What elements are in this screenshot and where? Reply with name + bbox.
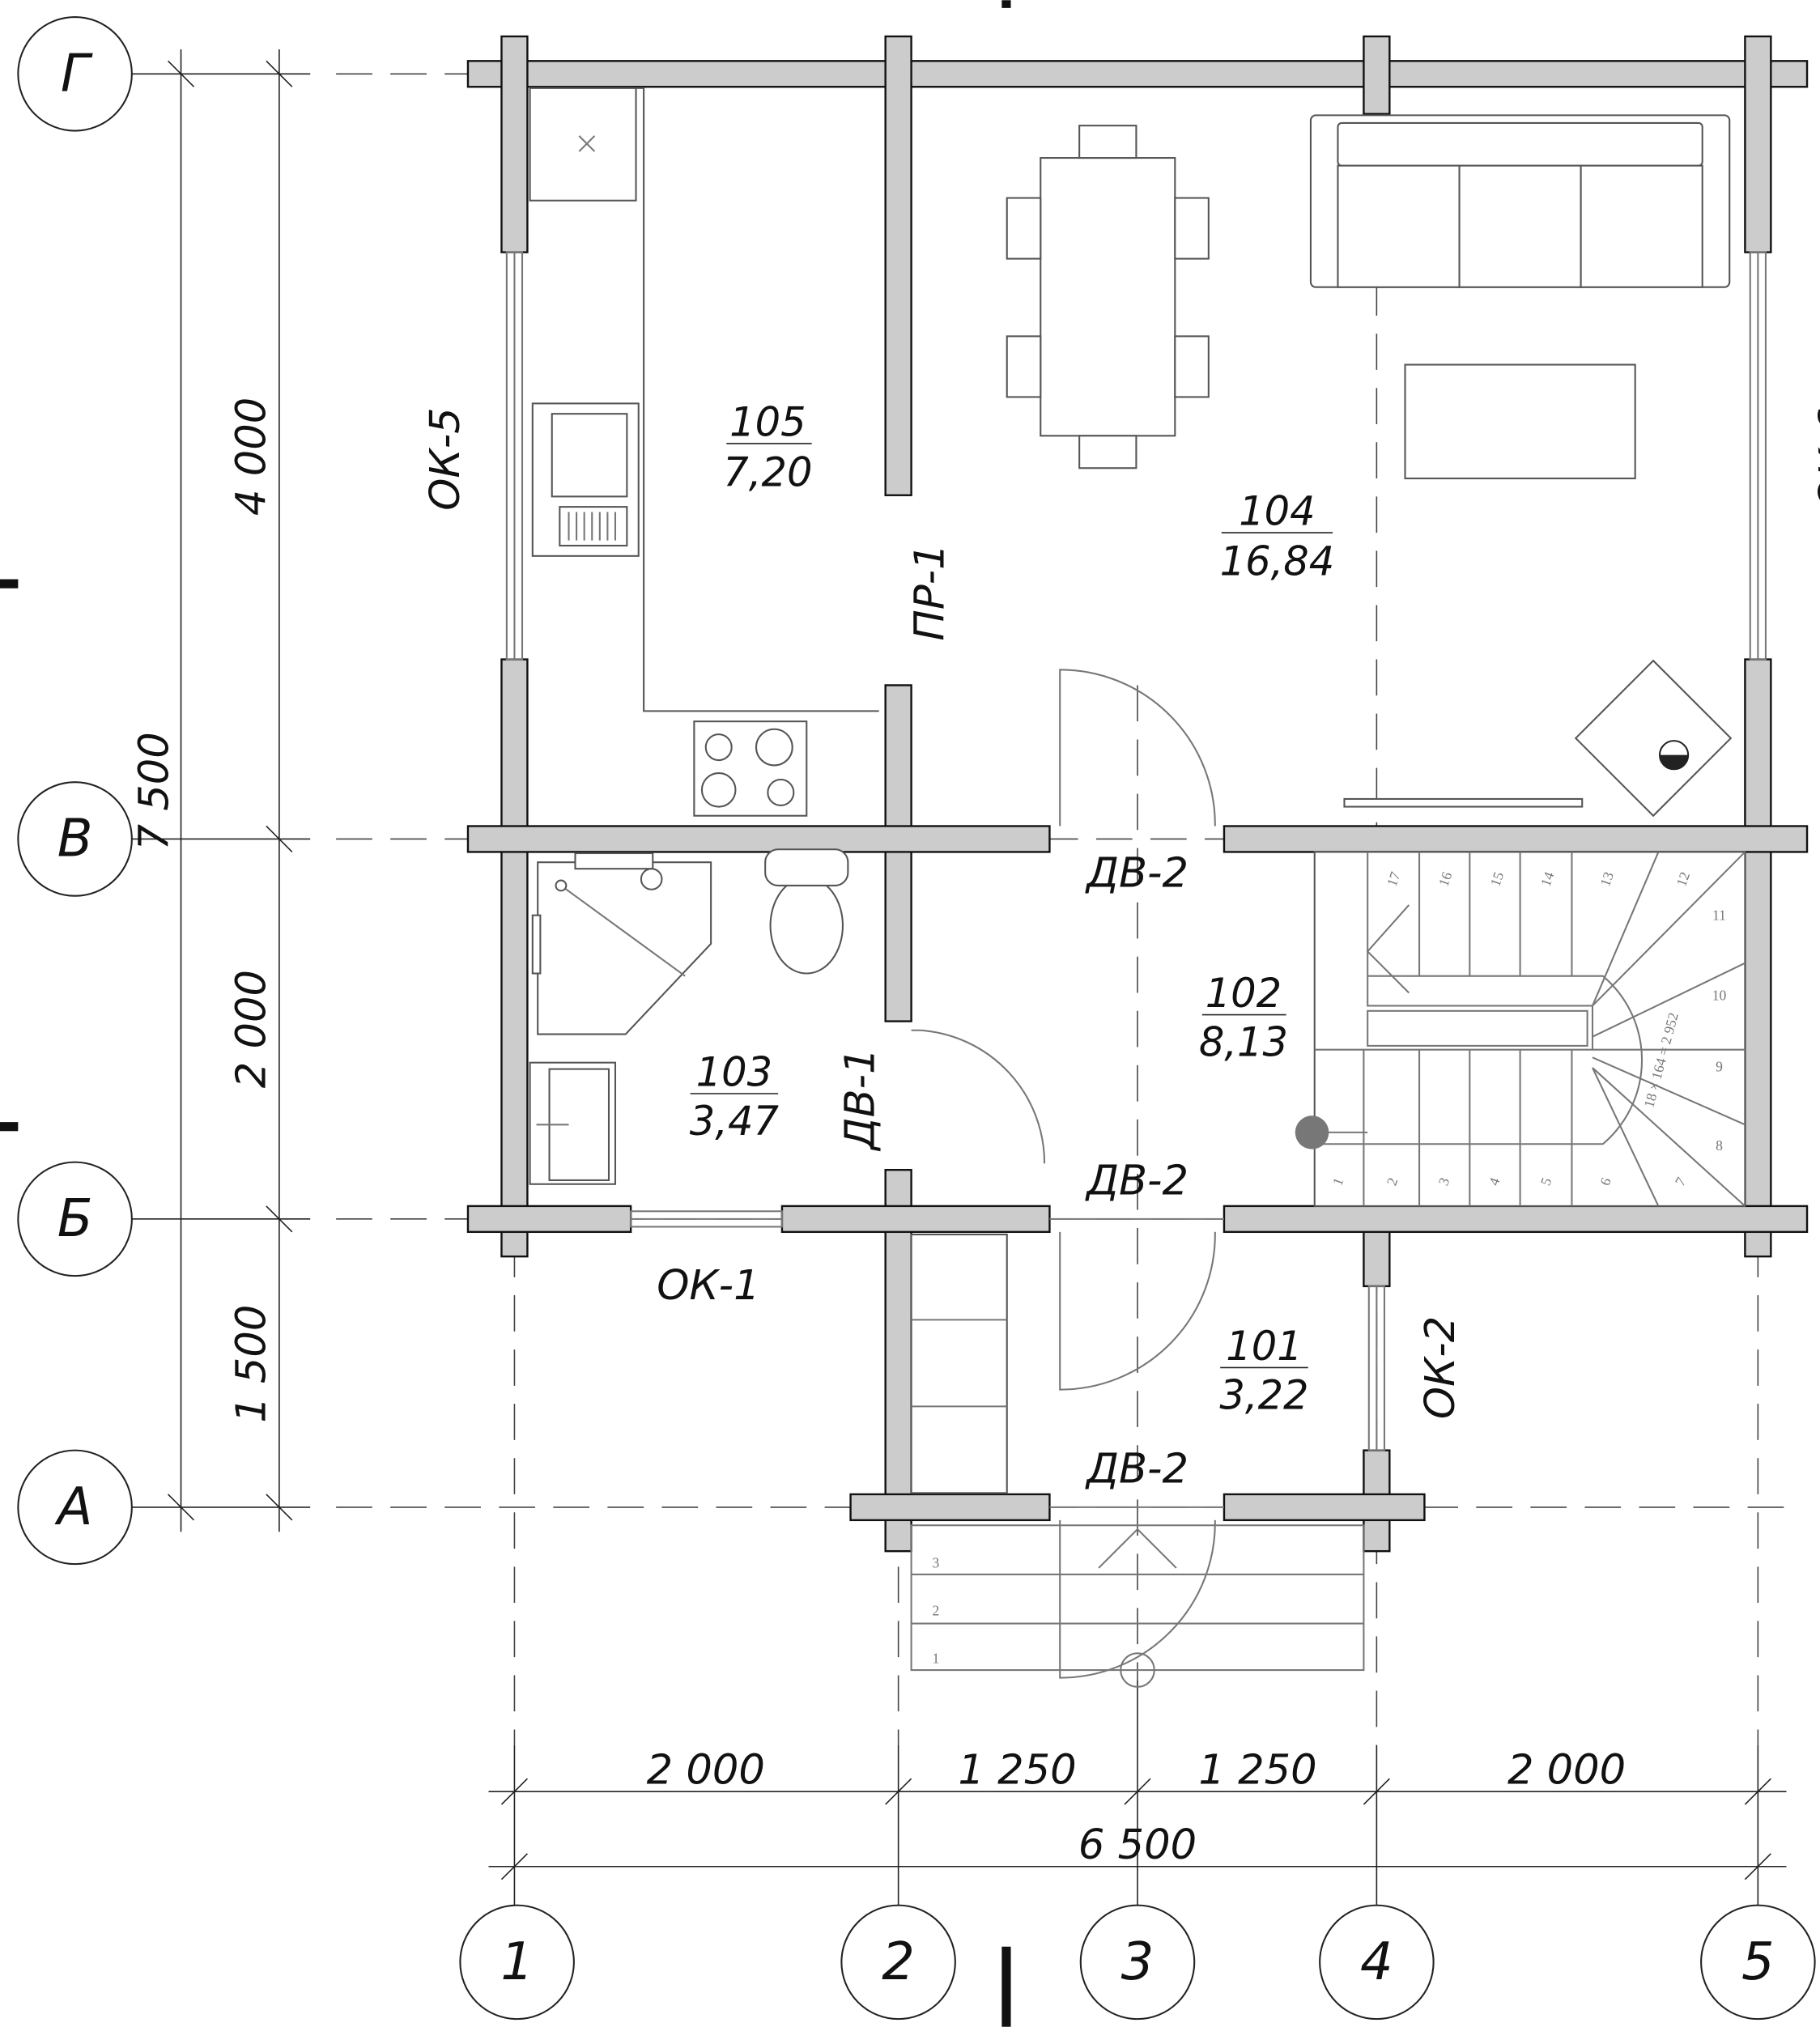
svg-text:7,20: 7,20 — [723, 449, 812, 496]
mark-ok2: ОК-2 — [1417, 1316, 1465, 1419]
mark-dv2-top: ДВ-2 — [1085, 850, 1189, 898]
mark-dv2-middle: ДВ-2 — [1085, 1158, 1189, 1205]
stair-step-15: 15 — [1486, 869, 1507, 889]
axis-row-B: Б — [17, 1161, 133, 1277]
doors — [911, 669, 1224, 1679]
room-102: 102 8,13 — [1199, 970, 1288, 1066]
axis-row-G: Г — [17, 15, 133, 132]
axis-col-1: 1 — [459, 1904, 575, 2021]
dim-left-4000: 4 000 — [228, 397, 275, 516]
svg-text:104: 104 — [1239, 487, 1315, 534]
dim-left-2000: 2 000 — [228, 970, 275, 1088]
svg-text:103: 103 — [696, 1048, 772, 1095]
porch-step-2: 2 — [933, 1603, 940, 1619]
windows — [505, 251, 1767, 1451]
dim-left-7500: 7 500 — [131, 732, 179, 850]
bathroom-fixtures — [529, 848, 849, 1185]
sofa — [1309, 114, 1731, 288]
svg-text:В: В — [57, 809, 93, 869]
axis-col-3: 3 — [1079, 1904, 1196, 2021]
stair-step-9: 9 — [1716, 1058, 1723, 1074]
svg-text:1: 1 — [500, 1932, 534, 1992]
dim-bottom-seg1: 2 000 — [647, 1747, 765, 1795]
room-labels: 105 7,20 104 16,84 102 8,13 103 3,47 101… — [690, 398, 1334, 1418]
svg-text:Б: Б — [57, 1189, 93, 1249]
mark-dv2-bottom: ДВ-2 — [1085, 1446, 1189, 1494]
porch-steps: 3 2 1 — [910, 1524, 1365, 1688]
svg-text:3: 3 — [1121, 1932, 1155, 1992]
mark-ok5: ОК-5 — [422, 407, 470, 510]
stair-step-10: 10 — [1712, 988, 1727, 1004]
walls — [466, 35, 1809, 1553]
shelf-unit — [910, 1233, 1008, 1494]
mark-ok6: ОК-6 — [1811, 407, 1820, 510]
left-dimensions: 4 000 2 000 1 500 7 500 — [131, 49, 293, 1532]
dim-bottom-seg4: 2 000 — [1507, 1747, 1626, 1795]
mark-pr1: ПР-1 — [907, 543, 955, 640]
stair-step-12: 12 — [1673, 869, 1693, 888]
svg-text:3,47: 3,47 — [690, 1098, 780, 1145]
section-marks — [0, 0, 1011, 2027]
svg-text:2: 2 — [882, 1932, 915, 1992]
dim-left-1500: 1 500 — [228, 1305, 275, 1423]
coffee-table — [1404, 363, 1636, 480]
svg-text:102: 102 — [1206, 970, 1282, 1017]
svg-text:4: 4 — [1360, 1932, 1393, 1992]
kitchen-furniture — [529, 87, 879, 817]
axis-row-A: А — [17, 1449, 133, 1566]
axis-col-4: 4 — [1319, 1904, 1435, 2021]
svg-text:101: 101 — [1226, 1323, 1302, 1370]
stair-step-8: 8 — [1716, 1137, 1723, 1154]
svg-text:А: А — [54, 1477, 93, 1537]
room-105: 105 7,20 — [723, 398, 812, 495]
mark-dv1: ДВ-1 — [836, 1047, 884, 1151]
dining-table — [1006, 125, 1210, 470]
mark-ok1: ОК-1 — [657, 1262, 759, 1310]
svg-text:105: 105 — [729, 398, 806, 445]
tv-stand — [1343, 659, 1733, 818]
axis-col-2: 2 — [840, 1904, 956, 2021]
porch-step-1: 1 — [933, 1651, 940, 1667]
svg-text:5: 5 — [1741, 1932, 1775, 1992]
room-101: 101 3,22 — [1219, 1323, 1308, 1419]
porch-step-3: 3 — [933, 1555, 940, 1571]
stair-step-16: 16 — [1435, 869, 1456, 889]
dim-bottom-total: 6 500 — [1078, 1821, 1197, 1869]
axis-col-5: 5 — [1700, 1904, 1816, 2021]
axis-row-V: В — [17, 781, 133, 897]
element-marks: ОК-5 ОК-6 ПР-1 ДВ-2 ДВ-1 ДВ-2 ОК-1 ОК-2 … — [422, 407, 1820, 1493]
stair-step-17: 17 — [1384, 869, 1404, 889]
staircase: 1 2 3 4 5 6 7 8 9 10 11 12 13 14 15 16 1… — [1295, 851, 1746, 1207]
axis-bubbles: Г В Б А 1 2 3 4 5 — [17, 15, 1816, 2021]
dim-bottom-seg2: 1 250 — [958, 1747, 1076, 1795]
stair-step-14: 14 — [1537, 869, 1558, 889]
stair-step-11: 11 — [1712, 907, 1726, 924]
svg-text:Г: Г — [61, 44, 93, 104]
svg-text:3,22: 3,22 — [1219, 1372, 1308, 1419]
svg-text:8,13: 8,13 — [1199, 1019, 1288, 1066]
stair-step-13: 13 — [1597, 869, 1617, 889]
svg-text:16,84: 16,84 — [1220, 538, 1335, 585]
room-103: 103 3,47 — [690, 1048, 780, 1145]
room-104: 104 16,84 — [1220, 487, 1335, 584]
bottom-dimensions: 2 000 1 250 1 250 2 000 6 500 — [488, 1747, 1787, 1880]
dim-bottom-seg3: 1 250 — [1198, 1747, 1316, 1795]
